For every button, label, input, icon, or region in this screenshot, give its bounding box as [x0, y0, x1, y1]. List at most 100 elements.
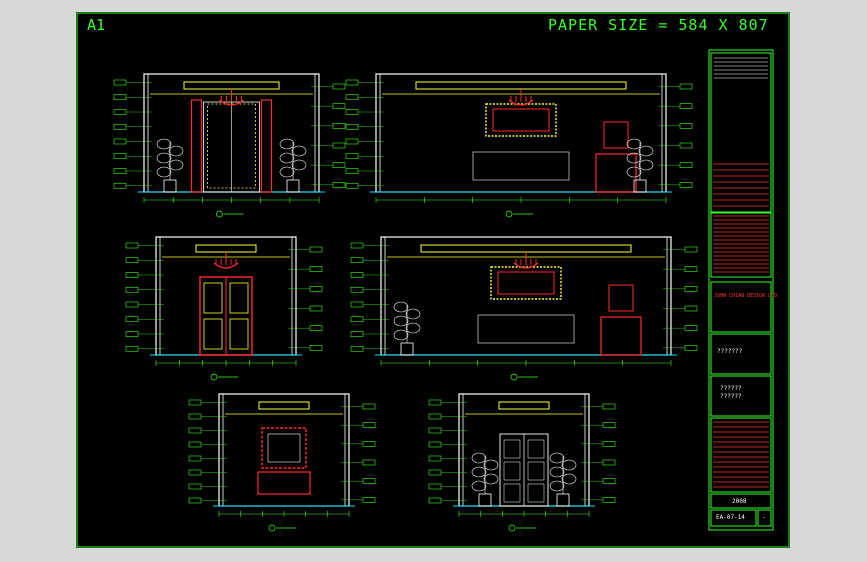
dimension-string [375, 197, 667, 203]
tag-box [113, 94, 127, 101]
sheet-label: A1 [87, 16, 106, 34]
tag-box [679, 123, 693, 129]
ceiling-cove [498, 401, 550, 410]
tag-box [332, 162, 346, 168]
tag-box [309, 266, 323, 272]
tag-box [679, 142, 693, 149]
annotation-tags-right [658, 83, 693, 188]
tag-box [679, 162, 693, 168]
tag-box [188, 441, 202, 448]
tag-box [113, 123, 127, 130]
console-table [257, 471, 311, 495]
plant-leaf [549, 480, 565, 492]
plant-left [471, 452, 499, 507]
plant-pot [478, 493, 492, 507]
annotation-tags-right [341, 403, 376, 503]
plant-leaf [549, 452, 565, 464]
tag-box [684, 305, 698, 312]
side-table [595, 121, 637, 193]
paper-size-label: PAPER SIZE = 584 X 807 [548, 16, 769, 34]
sofa-outline [472, 151, 570, 181]
tag-box [350, 301, 364, 308]
ceiling-cove [195, 244, 257, 253]
door-panel [503, 461, 521, 481]
plant-pot [163, 179, 177, 193]
annotation-tags-left [345, 79, 384, 189]
tag-box [362, 422, 376, 428]
dimension-string [218, 511, 350, 517]
tag-box [428, 399, 442, 406]
annotation-tags-right [311, 83, 346, 188]
tag-box [332, 83, 346, 90]
elevation-layer [113, 73, 698, 532]
elevation-e6 [428, 393, 616, 532]
tag-box [309, 305, 323, 312]
annotation-tags-left [113, 79, 152, 189]
tag-box [350, 331, 364, 337]
chandelier [219, 89, 244, 106]
tag-box [428, 469, 442, 476]
tag-box [362, 403, 376, 410]
framed-panel [472, 103, 570, 181]
framed-panel [477, 266, 575, 344]
plant-leaf [483, 459, 499, 471]
tag-box [602, 403, 616, 410]
plant-left [156, 138, 184, 193]
plant-pot [556, 493, 570, 507]
tag-box [345, 109, 359, 115]
tag-box [428, 483, 442, 490]
tag-box [345, 94, 359, 101]
plant-leaf [561, 459, 577, 471]
dimension-string [143, 197, 320, 203]
tag-box [332, 103, 346, 109]
tag-box [188, 469, 202, 476]
chandelier [513, 252, 539, 269]
mirror-console [257, 427, 311, 495]
tag-box [350, 286, 364, 293]
plant-leaf [471, 480, 487, 492]
dimension-string [155, 360, 297, 366]
tag-box [350, 316, 364, 323]
panel-inner [497, 271, 555, 295]
wardrobe-panel [203, 282, 223, 314]
tag-box [602, 459, 616, 466]
elevation-marker [268, 524, 276, 532]
title-block-red-lines [713, 163, 769, 488]
door-panel [503, 483, 521, 503]
plant-leaf [638, 159, 654, 171]
wardrobe [199, 276, 253, 356]
tag-box [350, 272, 364, 278]
tag-box [113, 79, 127, 86]
tag-box [362, 459, 376, 466]
tag-box [428, 413, 442, 420]
plant-leaf [561, 473, 577, 485]
tag-box [684, 286, 698, 292]
double-door [499, 433, 549, 507]
ceiling-cove [183, 81, 280, 90]
annotation-tags-right [288, 246, 323, 351]
wardrobe-panel [203, 318, 223, 350]
door-panel [527, 439, 545, 459]
tag-box [679, 103, 693, 109]
panel-outer [485, 103, 557, 137]
tag-box [684, 246, 698, 253]
plant-leaf [405, 308, 421, 320]
tag-box [113, 109, 127, 115]
tag-box [428, 427, 442, 434]
annotation-tags-right [581, 403, 616, 503]
table-body [600, 316, 642, 356]
table-body [595, 153, 637, 193]
sheet-frame [76, 12, 790, 548]
dimension-string [380, 360, 672, 366]
plant-right [549, 452, 577, 507]
door-panel [527, 483, 545, 503]
plant-leaf [393, 301, 409, 313]
plant-leaf [279, 138, 295, 150]
plant-right [279, 138, 307, 193]
tag-box [602, 441, 616, 447]
curtain-right [260, 99, 273, 193]
annotation-tags-left [350, 242, 389, 352]
sofa-outline [477, 314, 575, 344]
elevation-marker [508, 524, 516, 532]
side-table [600, 284, 642, 356]
